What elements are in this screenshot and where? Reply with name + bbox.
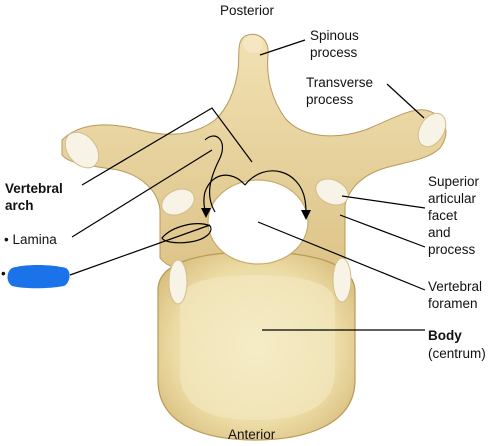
label-foramen-2: foramen [428, 296, 478, 311]
leader-lines [69, 39, 426, 331]
label-arch-1: Vertebral [5, 181, 63, 196]
label-body-2: (centrum) [428, 346, 486, 361]
superior-facet-right [315, 178, 349, 206]
label-spinous-1: Spinous [310, 28, 359, 43]
leader-superior-1 [341, 195, 426, 209]
lamina-outline [204, 135, 224, 213]
label-body-1: Body [428, 328, 462, 343]
body-inner-shape [180, 275, 335, 420]
leader-foramen [257, 221, 426, 291]
spinous-tip [243, 35, 263, 53]
leader-spinous [259, 39, 306, 56]
arrow-head-left [201, 208, 211, 218]
lamina-lower-outline [161, 223, 212, 244]
leader-lamina [71, 149, 213, 238]
arrow-arc-right [244, 170, 307, 215]
transverse-facet-left [64, 131, 100, 169]
leader-transverse [386, 83, 425, 119]
transverse-facet-right [417, 112, 447, 148]
leader-arch-bracket [81, 107, 253, 186]
inferior-facet-left [168, 259, 188, 305]
arrow-head-right [301, 210, 311, 220]
label-foramen-1: Vertebral [428, 279, 483, 294]
label-superior-3: facet [428, 208, 458, 223]
label-anterior: Anterior [228, 427, 276, 442]
label-superior-5: process [428, 242, 476, 257]
label-arch-2: arch [5, 198, 34, 213]
inferior-facet-right [332, 257, 352, 303]
label-transverse-1: Transverse [306, 75, 374, 90]
redaction-mark [7, 265, 70, 289]
label-superior-4: and [428, 225, 451, 240]
leader-redacted [69, 224, 211, 276]
arrow-heads [201, 208, 311, 220]
leader-superior-2 [339, 214, 426, 248]
label-superior-1: Superior [428, 174, 480, 189]
label-posterior: Posterior [220, 3, 275, 18]
label-bullet: • [1, 266, 6, 281]
label-spinous-2: process [310, 45, 358, 60]
label-superior-2: articular [428, 191, 477, 206]
superior-facet-left [161, 188, 195, 216]
label-lamina: • Lamina [4, 232, 57, 247]
label-transverse-2: process [306, 92, 354, 107]
arrow-arc-left [203, 174, 246, 213]
